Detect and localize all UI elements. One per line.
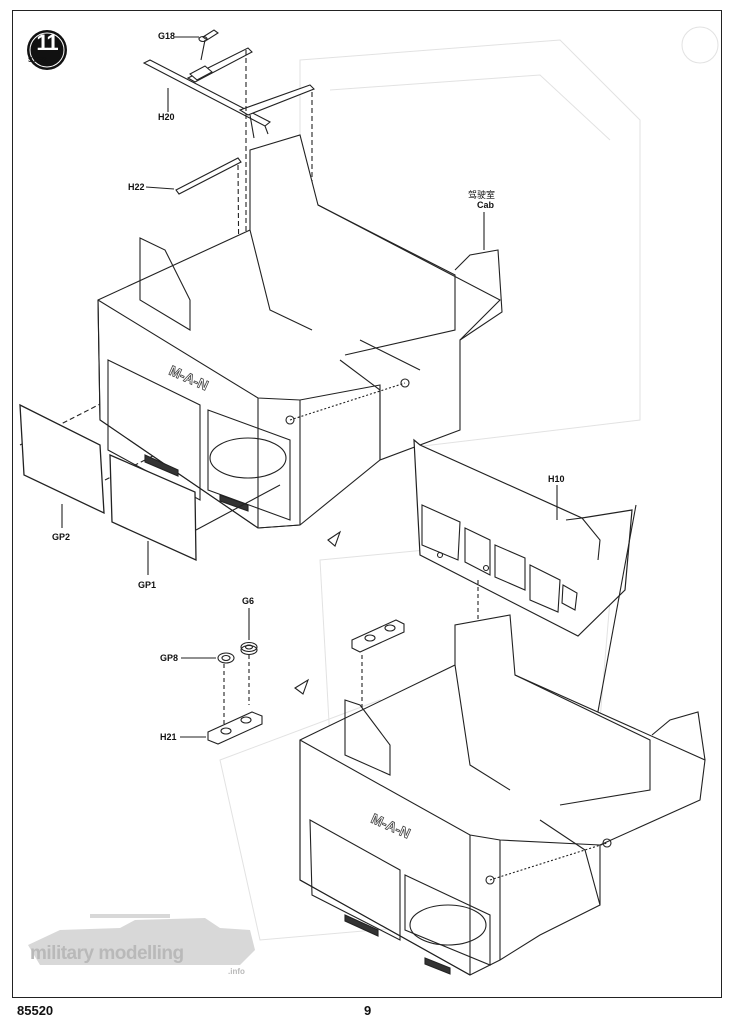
- direction-arrow-upper: [327, 530, 342, 547]
- label-gp1: GP1: [138, 580, 157, 590]
- label-h10: H10: [548, 474, 565, 484]
- label-gp8: GP8: [160, 653, 179, 663]
- part-h21-base: [207, 711, 263, 745]
- label-g6: G6: [242, 596, 255, 606]
- page-border: [12, 10, 722, 998]
- cab-body-lower: [299, 614, 706, 976]
- step-badge-icon: [27, 30, 67, 70]
- direction-arrow-lower: [294, 678, 310, 695]
- label-h21: H21: [160, 732, 177, 742]
- part-h21-installed: [351, 619, 405, 653]
- step-word: STEP: [28, 57, 47, 64]
- watermark-brand: military modelling: [30, 943, 184, 964]
- label-cab: Cab: [477, 200, 495, 210]
- kit-code: 85520: [17, 1003, 54, 1018]
- part-g18-pin: [198, 29, 219, 61]
- page-number: 9: [364, 1003, 372, 1018]
- part-g6-ring: [240, 641, 258, 656]
- part-h22-strip: [175, 157, 242, 195]
- part-gp1-window: [109, 453, 197, 562]
- part-h20-bar: [142, 47, 315, 139]
- label-cab-chinese: 驾驶室: [468, 191, 496, 201]
- label-g18: G18: [158, 31, 176, 41]
- part-gp8-lens: [217, 652, 235, 664]
- part-gp2-window: [19, 403, 105, 515]
- cab-body-upper: [97, 134, 503, 529]
- label-h22: H22: [128, 182, 145, 192]
- label-h20: H20: [158, 112, 175, 122]
- watermark-tank-icon: [28, 914, 255, 965]
- watermark-domain: .info: [228, 967, 245, 976]
- part-h10-panel: [413, 438, 633, 637]
- step-number: 11: [36, 30, 58, 55]
- label-gp2: GP2: [52, 532, 71, 542]
